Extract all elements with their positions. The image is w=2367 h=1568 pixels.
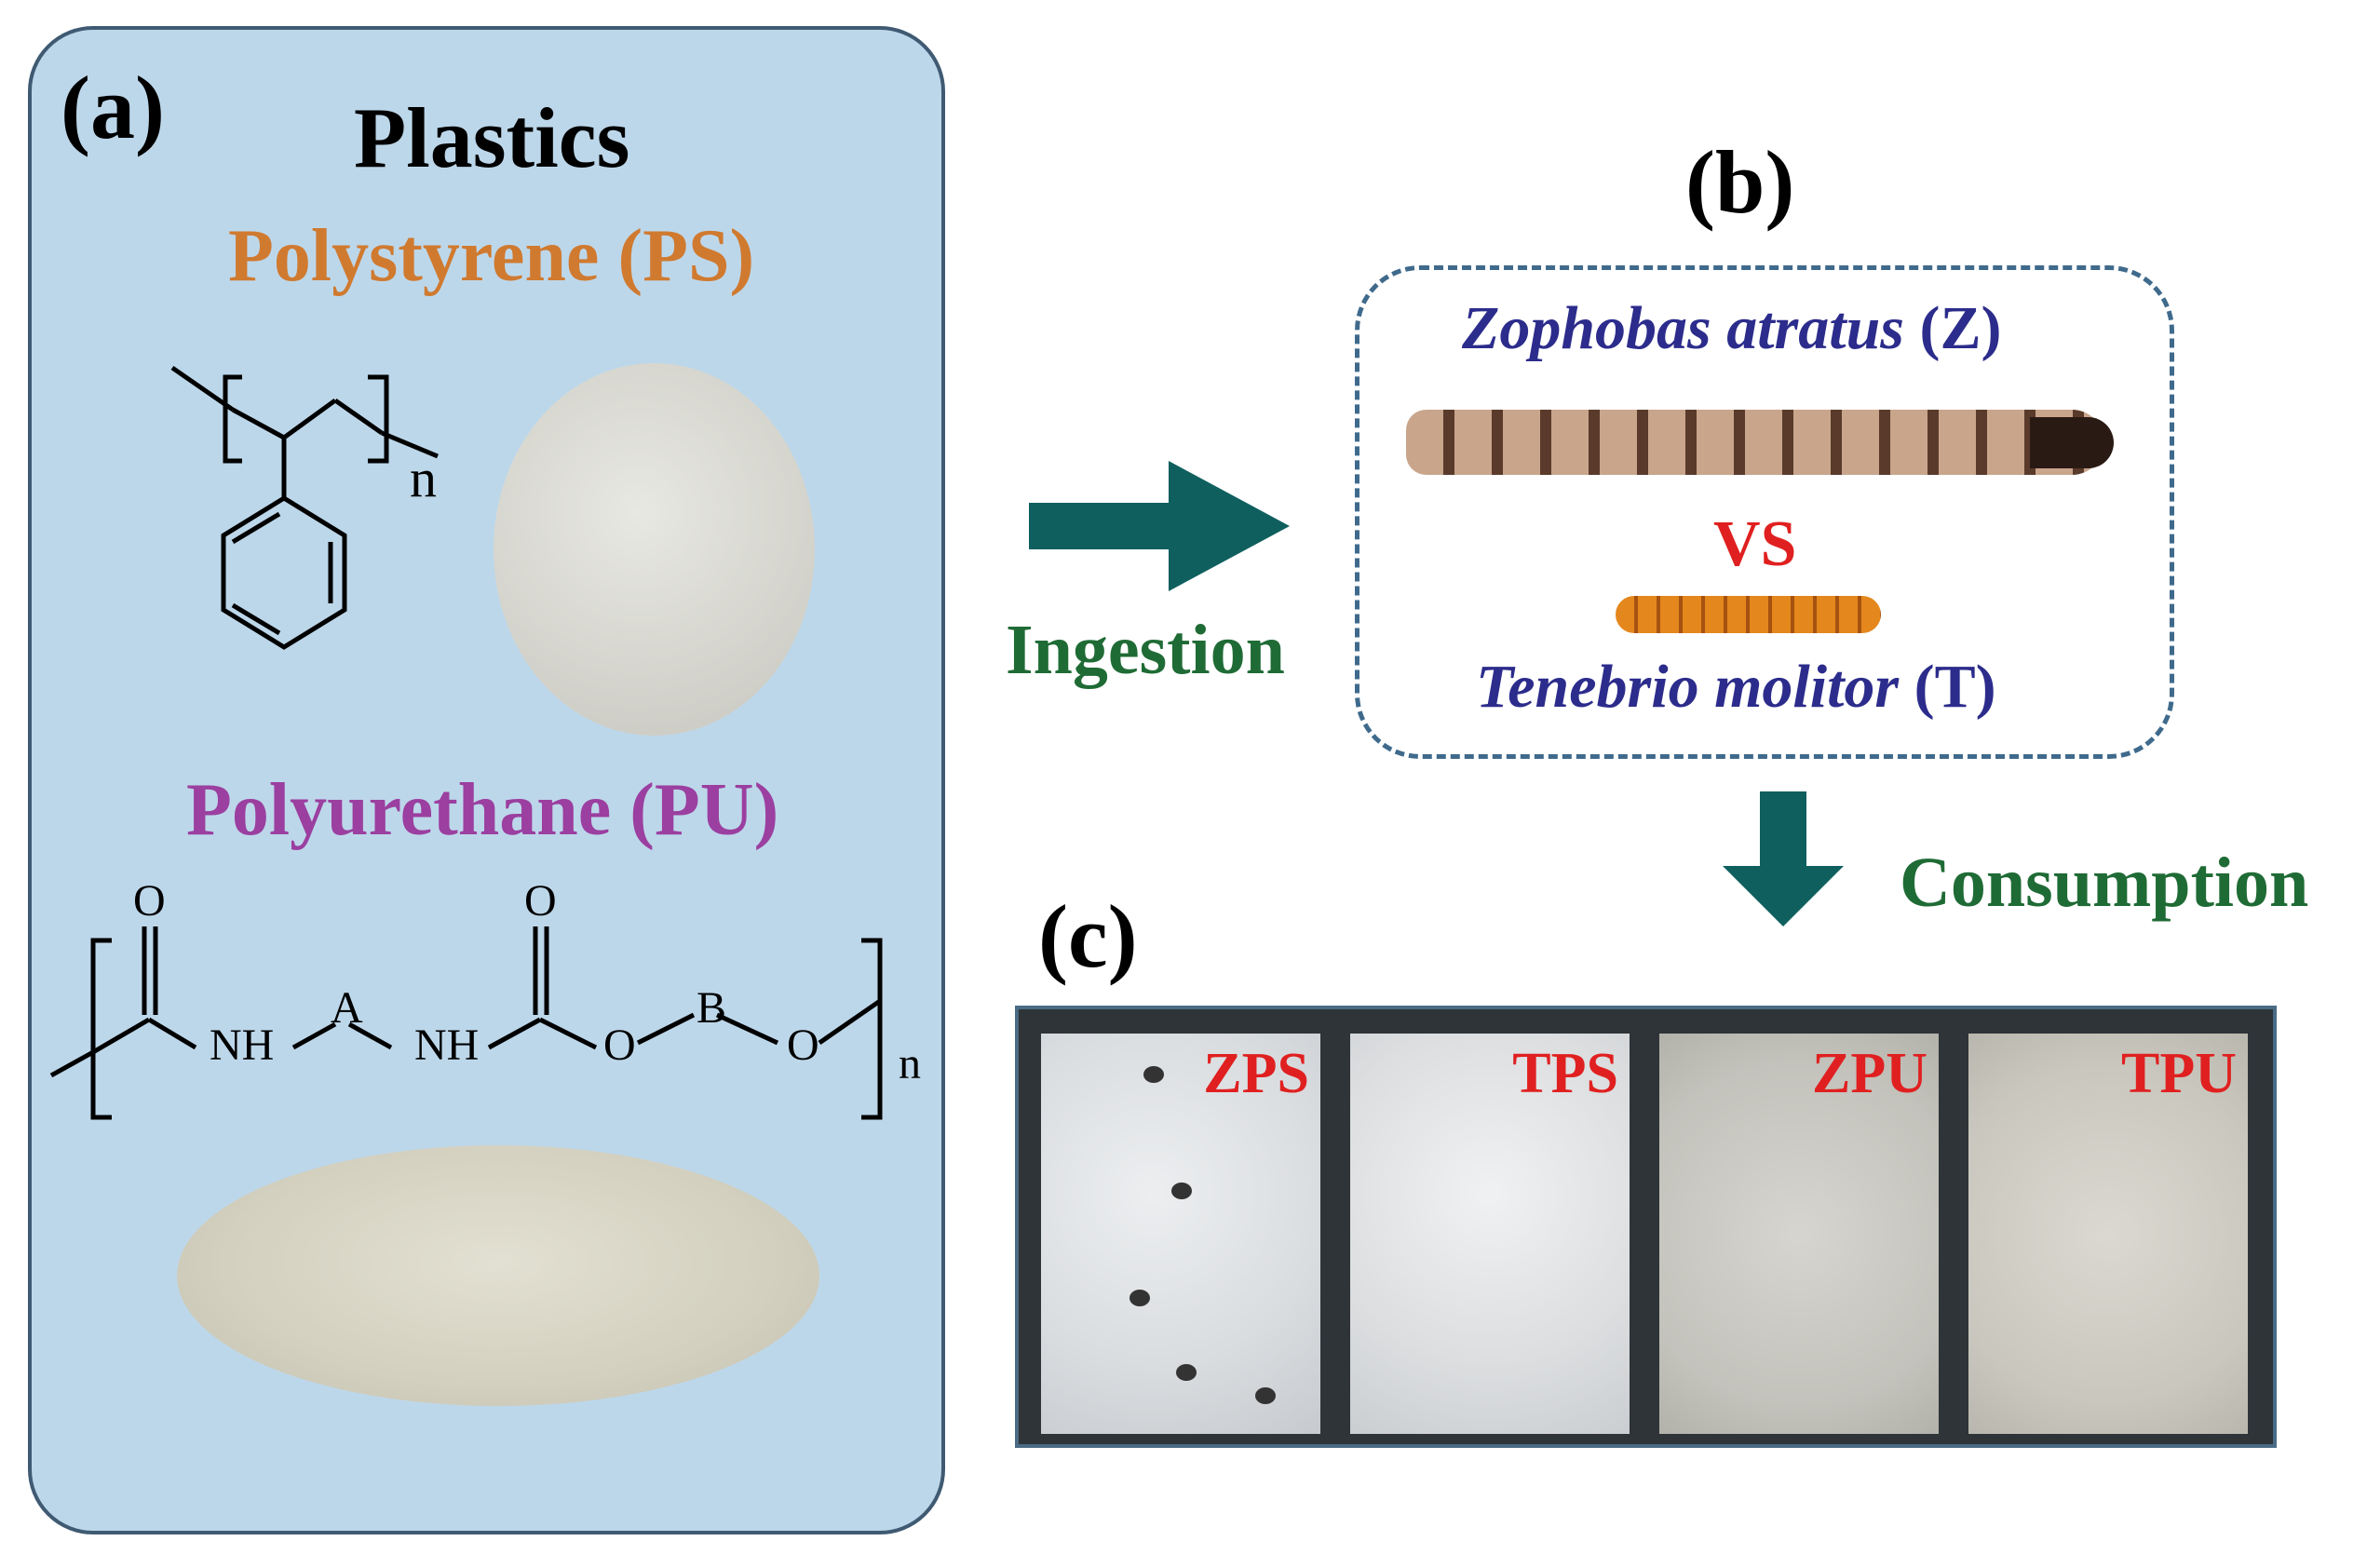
pu-repeat-subscript: n bbox=[899, 1039, 921, 1088]
polyurethane-sample-disc bbox=[177, 1145, 819, 1406]
sample-label-zpu: ZPU bbox=[1812, 1042, 1927, 1105]
tenebrio-name: Tenebrio molitor bbox=[1476, 653, 1900, 721]
tenebrio-code: (T) bbox=[1914, 653, 1996, 721]
pu-nh-1: NH bbox=[210, 1021, 275, 1070]
consumption-label: Consumption bbox=[1900, 844, 2309, 922]
zophobas-larva-head bbox=[2030, 417, 2114, 468]
pu-nh-2: NH bbox=[414, 1021, 480, 1070]
zophobas-name: Zophobas atratus bbox=[1462, 294, 1904, 362]
consumption-arrow bbox=[1723, 791, 1844, 926]
polyurethane-structure bbox=[49, 926, 883, 1120]
panel-b-label: (b) bbox=[1685, 132, 1795, 232]
polystyrene-structure bbox=[170, 365, 439, 650]
pu-carbonyl-oxygen-1: O bbox=[133, 876, 166, 926]
polystyrene-sample-disc bbox=[494, 363, 815, 736]
panel-a-label: (a) bbox=[61, 58, 165, 157]
pu-group-b: B bbox=[697, 983, 727, 1033]
tenebrio-larva-image bbox=[1616, 596, 1881, 633]
zophobas-larva-image bbox=[1406, 410, 2104, 475]
ingestion-label: Ingestion bbox=[1006, 611, 1285, 689]
sample-zpu: ZPU bbox=[1659, 1034, 1939, 1434]
pu-group-a: A bbox=[331, 983, 363, 1033]
pu-carbonyl-oxygen-2: O bbox=[524, 876, 557, 926]
ps-repeat-subscript: n bbox=[410, 448, 437, 508]
sample-tpu: TPU bbox=[1968, 1034, 2248, 1434]
zophobas-code: (Z) bbox=[1919, 294, 2002, 362]
panel-b-box bbox=[1355, 265, 2174, 759]
sample-label-tpu: TPU bbox=[2121, 1042, 2237, 1105]
pu-ester-oxygen-1: O bbox=[603, 1021, 636, 1070]
sample-zps: ZPS bbox=[1041, 1034, 1320, 1434]
ingestion-arrow bbox=[1029, 461, 1290, 591]
polystyrene-title: Polystyrene (PS) bbox=[228, 215, 755, 297]
zophobas-label: Zophobas atratus (Z) bbox=[1462, 293, 2001, 364]
plastics-title: Plastics bbox=[354, 90, 630, 185]
panel-c-label: (c) bbox=[1038, 886, 1138, 986]
sample-tps: TPS bbox=[1350, 1034, 1630, 1434]
polyurethane-title: Polyurethane (PU) bbox=[186, 769, 779, 851]
sample-label-zps: ZPS bbox=[1203, 1042, 1309, 1105]
tenebrio-label: Tenebrio molitor (T) bbox=[1476, 652, 1996, 723]
sample-label-tps: TPS bbox=[1512, 1042, 1618, 1105]
pu-ester-oxygen-2: O bbox=[787, 1021, 819, 1070]
vs-label: VS bbox=[1713, 508, 1797, 580]
